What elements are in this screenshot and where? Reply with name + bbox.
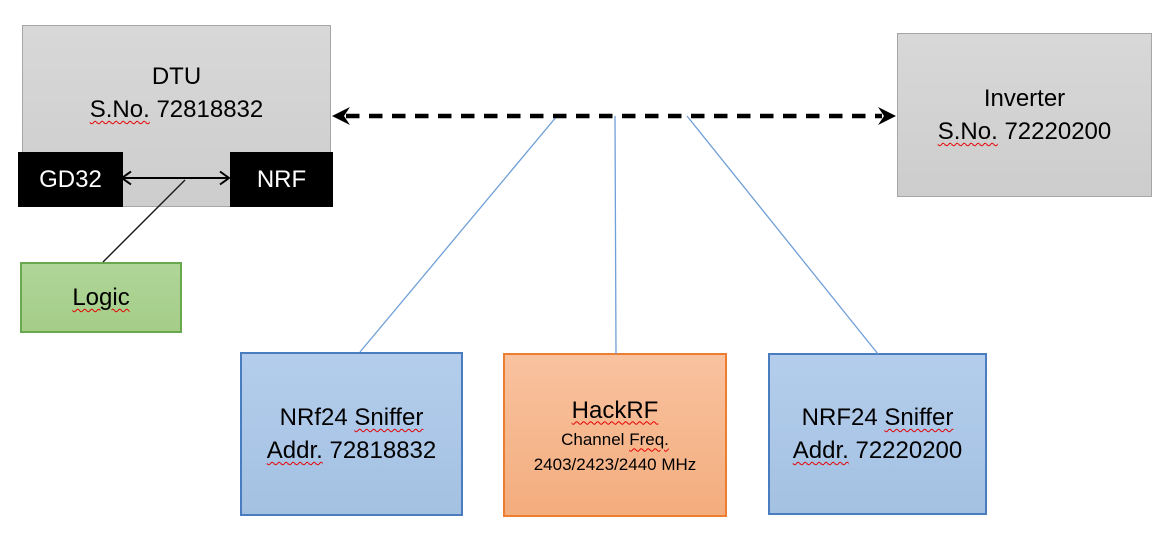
sniffer-left-name-word1: NRf24 [279,404,348,431]
hackrf-frequencies: 2403/2423/2440 MHz [533,454,697,474]
inverter-serial-label: S.No. [937,118,998,145]
hackrf-subtitle: Channel Freq. [561,427,669,452]
sniffer-left-addr: Addr. 72818832 [267,434,437,467]
sniffer-right-connector-line [686,115,879,355]
wireless-link-left-arrowhead [332,107,350,125]
gd32-label: GD32 [39,166,102,193]
sniffer-left-name-word2: Sniffer [354,404,424,431]
inverter-serial-number: 72220200 [1004,118,1112,145]
logic-label: Logic [72,284,130,311]
hackrf-subtitle-word2: Freq. [629,429,669,449]
nrf-chip: NRF [230,152,333,207]
sniffer-right-addr-label: Addr. [792,437,849,464]
dtu-serial-number: 72818832 [156,96,264,123]
sniffer-left-addr-label: Addr. [266,437,323,464]
sniffer-left-name: NRf24 Sniffer [280,401,424,434]
wireless-link-right-arrowhead [878,107,896,125]
sniffer-left-addr-value: 72818832 [329,437,437,464]
inverter-box: Inverter S.No. 72220200 [897,33,1152,197]
sniffer-right-name-word1: NRF24 [801,404,878,431]
hackrf-connector-line [614,115,617,355]
sniffer-right-name-word2: Sniffer [884,404,954,431]
hackrf-subtitle-word1: Channel [561,429,625,449]
hackrf-title: HackRF [571,396,659,424]
inverter-serial: S.No. 72220200 [938,115,1111,148]
nrf-label: NRF [256,166,307,193]
sniffer-right-addr-value: 72220200 [855,437,963,464]
logic-box: Logic [20,262,182,333]
hackrf-box: HackRF Channel Freq. 2403/2423/2440 MHz [503,353,727,517]
gd32-chip: GD32 [18,152,123,207]
sniffer-left-box: NRf24 Sniffer Addr. 72818832 [240,352,463,516]
dtu-inverter-wireless-link-arrow [332,107,896,125]
sniffer-right-box: NRF24 Sniffer Addr. 72220200 [768,353,987,515]
dtu-serial: S.No. 72818832 [90,93,263,126]
inverter-title: Inverter [983,85,1066,112]
dtu-serial-label: S.No. [89,96,150,123]
sniffer-right-name: NRF24 Sniffer [802,401,954,434]
dtu-title: DTU [151,63,202,90]
sniffer-right-addr: Addr. 72220200 [793,434,963,467]
sniffer-left-connector-line [359,115,558,353]
